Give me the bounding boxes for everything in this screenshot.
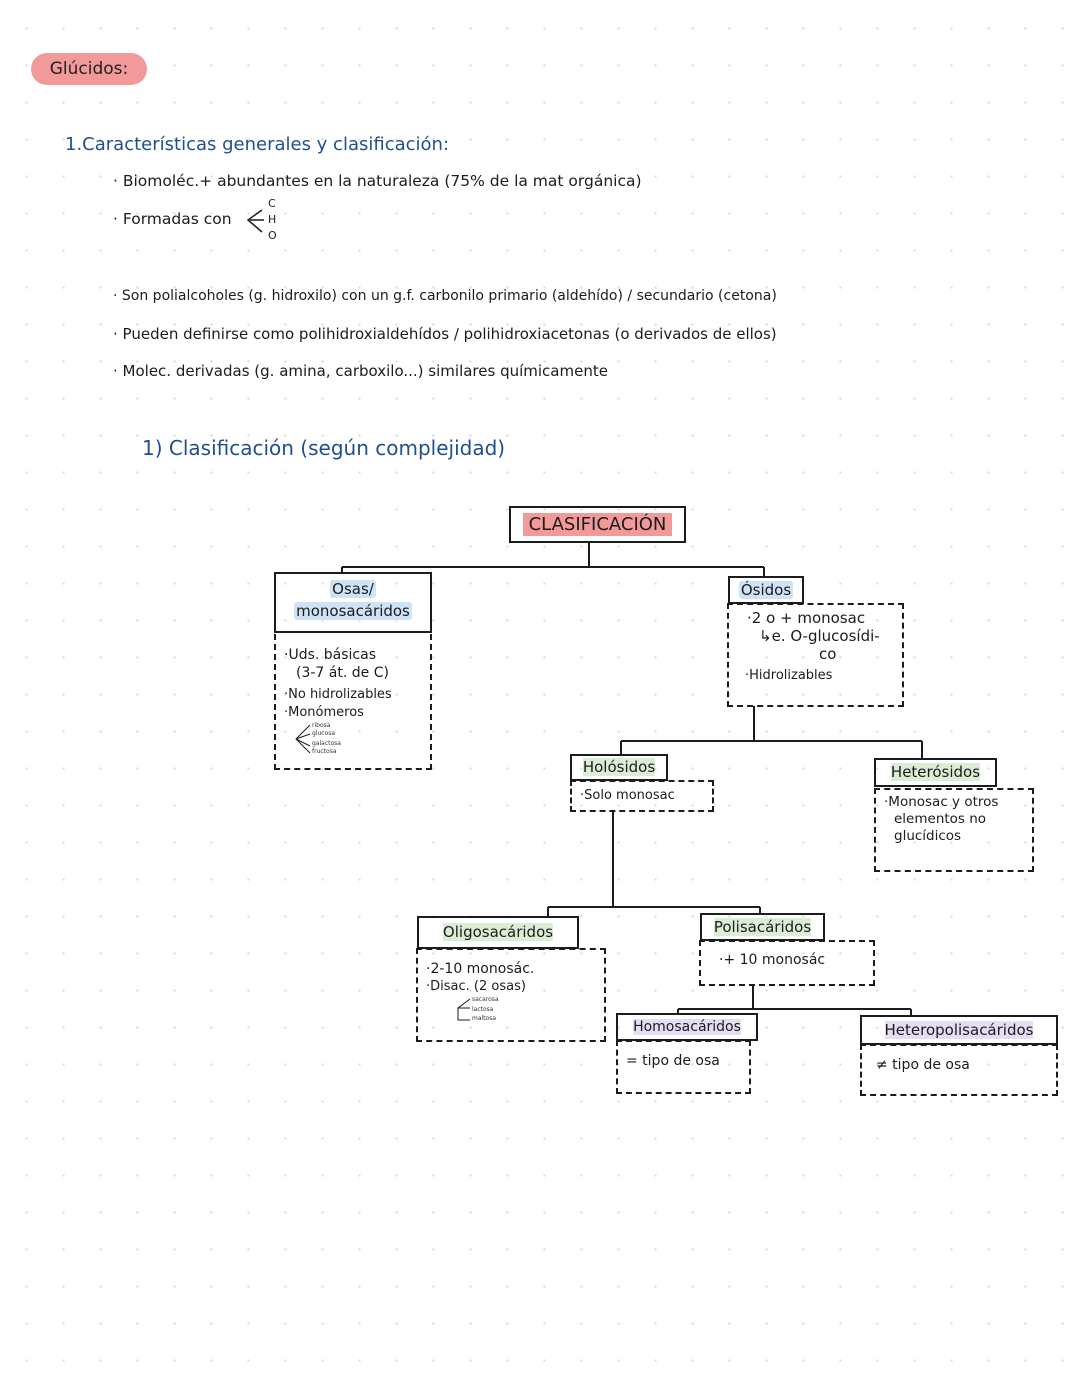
branch-icon <box>295 724 311 754</box>
node-osas: Osas/ monosacáridos <box>274 572 432 633</box>
node-homopolisacaridos-details: = tipo de osa <box>616 1040 751 1094</box>
osas-item-2: (3-7 át. de C) <box>296 665 389 681</box>
section-heading-characteristics: 1.Características generales y clasificac… <box>65 134 450 155</box>
bullet-polyalcohols: · Son polialcoholes (g. hidroxilo) con u… <box>113 288 777 304</box>
chem-letter-h: H <box>268 213 277 226</box>
osas-example-4: fructosa <box>312 748 337 755</box>
branch-icon <box>457 998 471 1021</box>
heterosidos-item-1: ·Monosac y otros <box>884 794 999 810</box>
node-heteropolisacaridos-details: ≠ tipo de osa <box>860 1044 1058 1096</box>
poli-item-1: ·+ 10 monosác <box>719 952 826 968</box>
bullet-derived-text: Molec. derivadas (g. amina, carboxilo...… <box>122 362 608 380</box>
osas-example-2: glucosa <box>312 730 336 737</box>
osidos-item-3: co <box>819 645 837 663</box>
bullet-definition-text: Pueden definirse como polihidroxialdehíd… <box>122 325 777 343</box>
diagram-root-node: CLASIFICACIÓN <box>509 506 686 543</box>
node-oligosacaridos-details: ·2-10 monosác. ·Disac. (2 osas) sacarosa… <box>416 948 606 1042</box>
osas-example-1: ribosa <box>312 722 331 729</box>
node-polisacaridos-details: ·+ 10 monosác <box>699 940 875 986</box>
osas-item-4: ·Monómeros <box>284 705 364 720</box>
bullet-definition: · Pueden definirse como polihidroxialdeh… <box>113 325 777 343</box>
osas-examples: ribosa glucosa galactosa fructosa <box>284 722 422 756</box>
node-osidos-details: ·2 o + monosac ↳e. O-glucosídi- co ·Hidr… <box>727 603 904 707</box>
chem-letter-c: C <box>268 197 276 210</box>
diagram-root-label: CLASIFICACIÓN <box>522 513 673 536</box>
node-osas-title-2: monosacáridos <box>294 602 412 620</box>
node-osas-title-1: Osas/ <box>330 580 376 598</box>
node-homo-title: Homosacáridos <box>633 1019 741 1035</box>
node-holosidos-details: ·Solo monosac <box>570 780 714 812</box>
heterosidos-item-3: glucídicos <box>894 828 962 844</box>
page-title: Glúcidos: <box>31 53 147 85</box>
bullet-derived: · Molec. derivadas (g. amina, carboxilo.… <box>113 362 608 380</box>
osidos-item-4: ·Hidrolizables <box>745 668 833 683</box>
oligo-examples: sacarosa lactosa maltosa <box>426 996 596 1026</box>
node-osidos-title: Ósidos <box>738 581 794 599</box>
bullet-formed-with-text: Formadas con <box>122 210 232 228</box>
bullet-abundance-text: Biomoléc.+ abundantes en la naturaleza (… <box>122 172 642 190</box>
oligo-example-1: sacarosa <box>472 996 499 1003</box>
node-oligosacaridos: Oligosacáridos <box>417 916 579 949</box>
osas-item-1: ·Uds. básicas <box>284 647 376 663</box>
node-hetero-title: Heteropolisacáridos <box>884 1021 1034 1039</box>
node-oligosacaridos-title: Oligosacáridos <box>442 923 554 941</box>
holosidos-item-1: ·Solo monosac <box>580 788 675 803</box>
node-homopolisacaridos: Homosacáridos <box>616 1013 758 1041</box>
hetero-item-1: ≠ tipo de osa <box>876 1057 970 1073</box>
osas-example-3: galactosa <box>312 740 341 747</box>
node-holosidos-title: Holósidos <box>582 758 656 776</box>
oligo-item-2: ·Disac. (2 osas) <box>426 979 526 994</box>
node-heterosidos-details: ·Monosac y otros elementos no glucídicos <box>874 788 1034 872</box>
osas-item-3: ·No hidrolizables <box>284 687 392 702</box>
node-osidos: Ósidos <box>728 576 804 604</box>
osidos-item-2: ↳e. O-glucosídi- <box>759 627 880 645</box>
node-osas-details: ·Uds. básicas (3-7 át. de C) ·No hidroli… <box>274 634 432 770</box>
oligo-item-1: ·2-10 monosác. <box>426 961 535 977</box>
heterosidos-item-2: elementos no <box>894 811 987 827</box>
oligo-example-2: lactosa <box>472 1006 494 1013</box>
node-heteropolisacaridos: Heteropolisacáridos <box>860 1015 1058 1045</box>
node-heterosidos: Heterósidos <box>874 758 997 787</box>
node-polisacaridos: Polisacáridos <box>700 913 825 941</box>
node-polisacaridos-title: Polisacáridos <box>713 918 812 936</box>
section-heading-classification: 1) Clasificación (según complejidad) <box>142 436 506 460</box>
osidos-item-1: ·2 o + monosac <box>747 609 866 627</box>
node-holosidos: Holósidos <box>570 754 668 781</box>
bullet-formed-with: · Formadas con <box>113 210 232 228</box>
bullet-polyalcohols-text: Son polialcoholes (g. hidroxilo) con un … <box>121 288 777 304</box>
node-heterosidos-title: Heterósidos <box>890 763 981 781</box>
oligo-example-3: maltosa <box>472 1015 497 1022</box>
homo-item-1: = tipo de osa <box>626 1053 720 1069</box>
bullet-abundance: · Biomoléc.+ abundantes en la naturaleza… <box>113 172 642 190</box>
chem-letter-o: O <box>268 229 277 242</box>
